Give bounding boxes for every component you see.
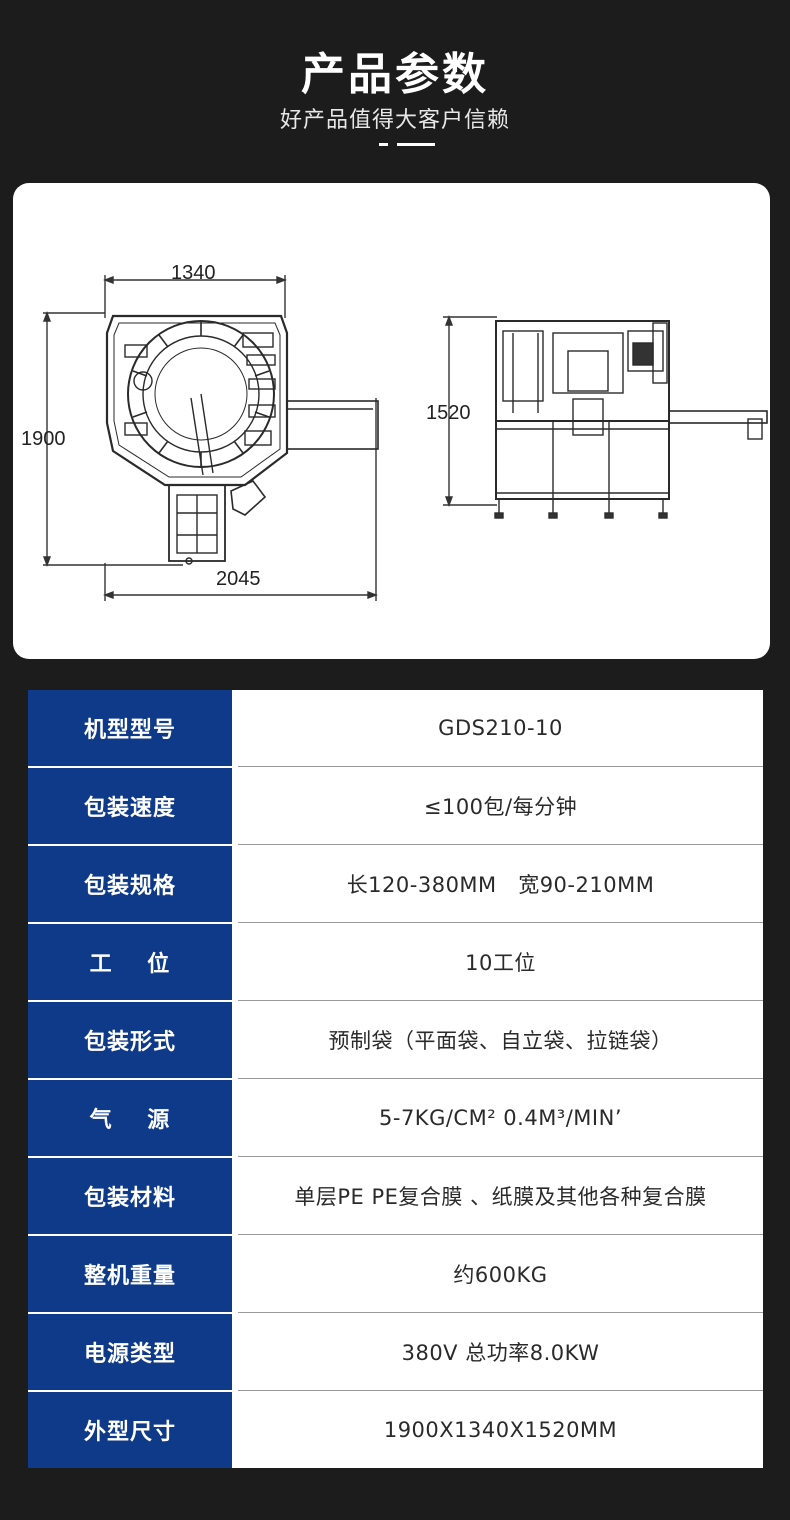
machine-drawing-card: 1340 1900 2045 1520 bbox=[13, 183, 770, 659]
spec-row: 电源类型 380V 总功率8.0KW bbox=[28, 1314, 763, 1390]
spec-value: 单层PE PE复合膜 、纸膜及其他各种复合膜 bbox=[294, 1185, 707, 1209]
spec-value: 380V 总功率8.0KW bbox=[401, 1341, 600, 1365]
spec-table: 机型型号 GDS210-10 包装速度 ≤100包/每分钟 包装规格 长120-… bbox=[28, 690, 763, 1468]
spec-row: 工 位 10工位 bbox=[28, 924, 763, 1000]
dimension-side-height-label: 1520 bbox=[426, 402, 471, 424]
spec-value: GDS210-10 bbox=[438, 716, 563, 740]
page-header: 产品参数 好产品值得大客户信赖 bbox=[0, 0, 790, 180]
machine-drawing bbox=[42, 275, 768, 601]
top-view-machine bbox=[105, 314, 379, 565]
top-view-dimensions bbox=[42, 275, 378, 601]
title-decoration-dot bbox=[379, 143, 388, 146]
dimension-height-label: 1900 bbox=[21, 428, 66, 450]
spec-value: ≤100包/每分钟 bbox=[423, 795, 578, 819]
spec-value: 长120-380MM 宽90-210MM bbox=[346, 873, 655, 897]
spec-label: 工 位 bbox=[28, 924, 232, 1000]
spec-row: 包装规格 长120-380MM 宽90-210MM bbox=[28, 846, 763, 922]
page-title: 产品参数 bbox=[301, 49, 489, 100]
spec-value: 约600KG bbox=[453, 1263, 548, 1287]
spec-row: 外型尺寸 1900X1340X1520MM bbox=[28, 1392, 763, 1468]
spec-row: 气 源 5-7KG/CM² 0.4M³/MIN’ bbox=[28, 1080, 763, 1156]
side-view-dimensions bbox=[443, 315, 497, 507]
spec-label: 气 源 bbox=[28, 1080, 232, 1156]
spec-label: 包装速度 bbox=[28, 768, 232, 844]
spec-value: 5-7KG/CM² 0.4M³/MIN’ bbox=[379, 1106, 622, 1130]
spec-label: 包装形式 bbox=[28, 1002, 232, 1078]
spec-label: 整机重量 bbox=[28, 1236, 232, 1312]
spec-row: 整机重量 约600KG bbox=[28, 1236, 763, 1312]
spec-label: 包装材料 bbox=[28, 1158, 232, 1234]
spec-value: 10工位 bbox=[465, 951, 536, 975]
spec-row: 包装速度 ≤100包/每分钟 bbox=[28, 768, 763, 844]
page-subtitle: 好产品值得大客户信赖 bbox=[279, 108, 510, 133]
title-decoration-bar bbox=[397, 143, 435, 146]
spec-value: 1900X1340X1520MM bbox=[383, 1418, 618, 1442]
spec-label: 电源类型 bbox=[28, 1314, 232, 1390]
spec-label: 机型型号 bbox=[28, 690, 232, 766]
spec-row: 机型型号 GDS210-10 bbox=[28, 690, 763, 766]
side-view-machine bbox=[494, 320, 768, 519]
dimension-width-label: 1340 bbox=[171, 262, 216, 284]
spec-label: 包装规格 bbox=[28, 846, 232, 922]
spec-row: 包装材料 单层PE PE复合膜 、纸膜及其他各种复合膜 bbox=[28, 1158, 763, 1234]
spec-label: 外型尺寸 bbox=[28, 1392, 232, 1468]
spec-row: 包装形式 预制袋（平面袋、自立袋、拉链袋） bbox=[28, 1002, 763, 1078]
spec-value: 预制袋（平面袋、自立袋、拉链袋） bbox=[328, 1029, 673, 1053]
dimension-length-label: 2045 bbox=[216, 568, 261, 590]
